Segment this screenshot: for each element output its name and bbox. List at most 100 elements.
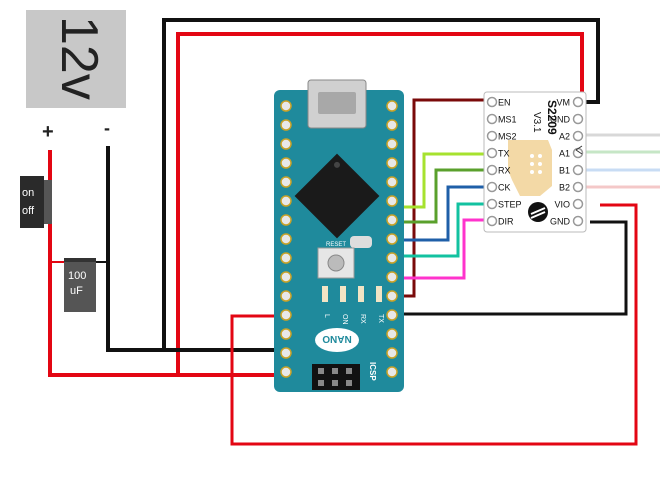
nano-pin-hole xyxy=(280,100,292,112)
wire-darkred-en xyxy=(402,98,488,298)
reset-label: RESET xyxy=(326,242,346,248)
nano-pin-hole xyxy=(386,119,398,131)
crystal xyxy=(350,236,372,248)
status-leds: L ON RX TX xyxy=(322,286,384,325)
driver-pin-label: EN xyxy=(498,98,511,108)
driver-pin-label: TX xyxy=(498,149,510,159)
driver-pin-label: MS2 xyxy=(498,132,517,142)
switch-body xyxy=(20,176,44,228)
wire-red-vio xyxy=(230,203,638,446)
nano-pin-hole xyxy=(280,195,292,207)
driver-pin-label: GND xyxy=(550,217,571,227)
nano-pin-hole xyxy=(280,252,292,264)
capacitor-unit: uF xyxy=(70,285,83,297)
nano-pin-hole xyxy=(386,271,398,283)
nano-pin-hole xyxy=(280,157,292,169)
capacitor-value: 100 xyxy=(68,270,86,282)
nano-pin-hole xyxy=(386,214,398,226)
driver-pin-hole xyxy=(486,113,498,125)
driver-pin-hole xyxy=(486,215,498,227)
nano-pin-hole xyxy=(386,309,398,321)
power-supply-box xyxy=(26,10,126,108)
nano-pin-hole xyxy=(386,157,398,169)
wire-black-minus xyxy=(106,146,276,352)
icsp-header xyxy=(312,364,360,390)
wire-lime-tx xyxy=(402,152,488,209)
driver-pin-label: VM xyxy=(557,98,571,108)
plus-label: + xyxy=(42,121,54,143)
board-label: NANO xyxy=(322,333,352,344)
driver-pin-hole xyxy=(486,198,498,210)
nano-pin-hole xyxy=(386,233,398,245)
driver-model: S2209 xyxy=(545,100,559,135)
driver-pin-hole xyxy=(572,130,584,142)
nano-pin-hole xyxy=(386,138,398,150)
led-rx xyxy=(358,286,364,302)
driver-pin-label: B1 xyxy=(559,166,570,176)
wire-blue-ck xyxy=(402,185,488,242)
driver-pin-hole xyxy=(486,181,498,193)
driver-pin-label: MS1 xyxy=(498,115,517,125)
led-label-on: ON xyxy=(341,314,348,325)
mcu-chip xyxy=(294,153,380,239)
icsp-label: ICSP xyxy=(368,362,377,381)
driver-pin-hole xyxy=(572,215,584,227)
driver-pin-hole xyxy=(572,164,584,176)
led-label-l: L xyxy=(323,314,330,318)
driver-pin-label: A2 xyxy=(559,132,570,142)
nano-pins-right xyxy=(386,100,398,378)
nano-pin-hole xyxy=(386,195,398,207)
wire-red-top xyxy=(176,32,584,376)
nano-pins-left xyxy=(280,100,292,378)
nano-pin-hole xyxy=(386,347,398,359)
nano-pin-hole xyxy=(280,214,292,226)
nano-pin-hole xyxy=(386,252,398,264)
driver-pin-hole xyxy=(486,130,498,142)
nano-pin-hole xyxy=(280,233,292,245)
nano-pin-hole xyxy=(386,100,398,112)
wire-black-gnd xyxy=(402,220,628,316)
nano-pin-hole xyxy=(280,290,292,302)
led-l xyxy=(322,286,328,302)
minus-label: - xyxy=(104,118,110,138)
nano-pin-hole xyxy=(386,290,398,302)
led-label-tx: TX xyxy=(377,314,384,323)
nano-pin-hole xyxy=(386,366,398,378)
driver-pin-label: A1 xyxy=(559,149,570,159)
driver-pin-label: RX xyxy=(498,166,511,176)
nano-pin-hole xyxy=(280,176,292,188)
driver-pin-hole xyxy=(572,198,584,210)
capacitor: 100 uF xyxy=(64,258,96,312)
wire-magenta-dir xyxy=(402,218,488,280)
nano-pin-hole xyxy=(280,347,292,359)
led-on xyxy=(340,286,346,302)
driver-pin-label: DIR xyxy=(498,217,514,227)
driver-pin-hole xyxy=(572,181,584,193)
nano-logo xyxy=(315,328,359,352)
nano-pin-hole xyxy=(280,119,292,131)
nano-pin-hole xyxy=(280,138,292,150)
switch-on-label: on xyxy=(22,187,34,199)
led-tx xyxy=(376,286,382,302)
nano-pin-hole xyxy=(280,366,292,378)
driver-pin-label: B2 xyxy=(559,183,570,193)
driver-pin-label: STEP xyxy=(498,200,522,210)
driver-pin-hole xyxy=(486,147,498,159)
power-supply: 12v + - xyxy=(26,10,126,143)
nano-pin-hole xyxy=(386,176,398,188)
driver-pin-hole xyxy=(572,96,584,108)
nano-pin-hole xyxy=(280,328,292,340)
driver-pin-label: CK xyxy=(498,183,511,193)
arduino-nano: RESET L ON RX TX NANO ICSP xyxy=(274,79,404,392)
wire-teal-step xyxy=(402,202,488,258)
nano-pin-hole xyxy=(280,271,292,283)
driver-version: V3.1 xyxy=(531,112,542,133)
wires xyxy=(48,18,660,446)
wire-green-rx xyxy=(402,168,488,224)
driver-pin-hole xyxy=(486,96,498,108)
